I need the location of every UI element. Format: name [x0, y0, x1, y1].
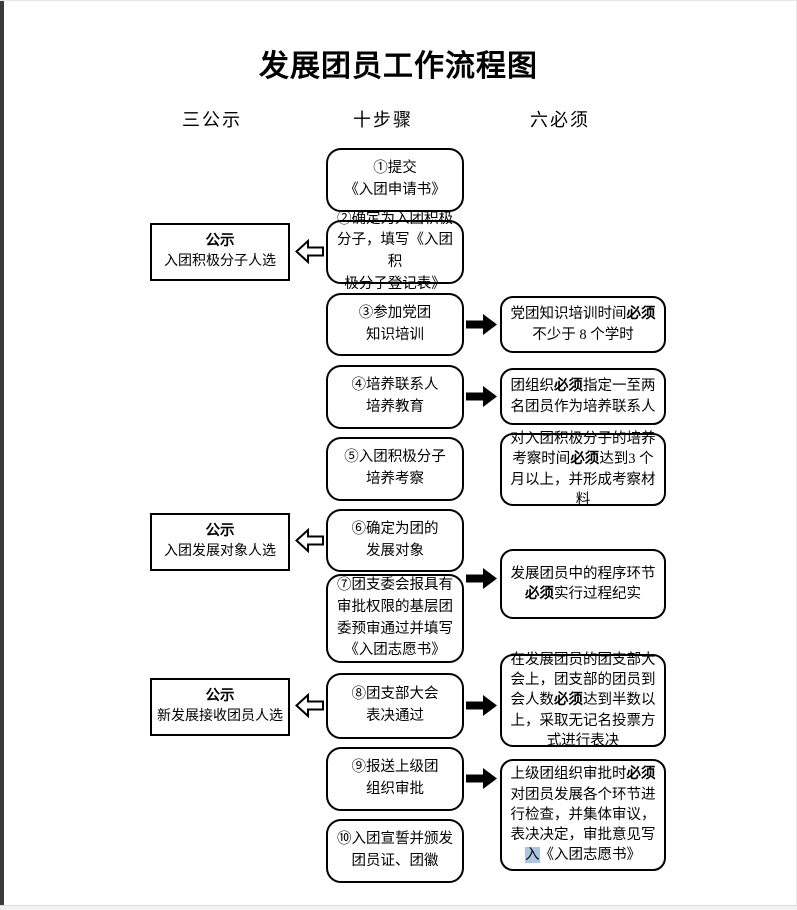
must-box-4: 发展团员中的程序环节必须实行过程纪实 — [500, 549, 666, 619]
must-box-5: 在发展团员的团支部大会上，团支部的团员到会人数必须达到半数以上，采取无记名投票方… — [500, 651, 666, 749]
step-box-3: ③参加党团 知识培训 — [326, 293, 464, 356]
step-box-7: ⑦团支委会报具有 审批权限的基层团 委预审通过并填写 《入团志愿书》 — [326, 574, 464, 663]
must-text: 发展团员中的程序环节 — [510, 565, 656, 582]
must-box-6: 上级团组织审批时必须对团员发展各个环节进行检查，并集体审议，表决决定，审批意见写… — [500, 759, 666, 871]
step-box-2: ②确定为入团积极 分子，填写《入团积 极分子登记表》 — [326, 211, 464, 292]
must-text: 《入团志愿书》 — [539, 847, 642, 864]
step-box-1: ①提交 《入团申请书》 — [326, 148, 464, 212]
step-box-6: ⑥确定为团的 发展对象 — [326, 509, 464, 572]
arrow-left-hollow-icon — [295, 239, 324, 264]
arrow-right-solid-icon — [466, 386, 497, 407]
must-text: 上级团组织审批时 — [510, 766, 627, 783]
must-text: 党团知识培训时间 — [510, 306, 627, 323]
notice-box-3: 公示 新发展接收团员人选 — [150, 678, 290, 736]
must-box-1: 党团知识培训时间必须不少于 8 个学时 — [500, 296, 666, 353]
must-text: 不少于 8 个学时 — [532, 326, 634, 343]
must-text: 对入团积极分子的培养考察时间 — [510, 430, 656, 468]
must-text: 对团员发展各个环节进行检查，并集体审议，表决决定，审批意见写 — [510, 786, 656, 844]
arrow-right-solid-icon — [466, 695, 497, 716]
column-header-six-musts: 六必须 — [530, 110, 590, 130]
step-box-5: ⑤入团积极分子 培养考察 — [326, 437, 464, 501]
arrow-left-hollow-icon — [295, 693, 324, 718]
step-box-10: ⑩入团宣誓并颁发 团员证、团徽 — [326, 819, 464, 883]
column-header-three-publicities: 三公示 — [182, 110, 242, 130]
must-keyword: 必须 — [570, 451, 600, 468]
must-text: 达到3 个月以上，并形成考察材料 — [510, 451, 656, 508]
notice-box-1: 公示 入团积极分子人选 — [150, 223, 290, 281]
page-bottom-strip — [0, 905, 797, 910]
notice-title: 公示 — [205, 233, 235, 250]
must-text: 在发展团员的团支部大会上，团支部的团员到会人数 — [510, 651, 656, 709]
column-header-ten-steps: 十步骤 — [353, 110, 413, 130]
must-keyword: 必须 — [554, 378, 583, 395]
notice-box-2: 公示 入团发展对象人选 — [150, 513, 290, 571]
notice-subtitle: 新发展接收团员人选 — [157, 709, 283, 725]
step-box-8: ⑧团支部大会 表决通过 — [326, 673, 464, 739]
must-box-3: 对入团积极分子的培养考察时间必须达到3 个月以上，并形成考察材料 — [500, 430, 666, 508]
must-keyword: 必须 — [525, 586, 554, 602]
must-text: 实行过程纪实 — [554, 586, 641, 602]
notice-subtitle: 入团积极分子人选 — [164, 254, 276, 270]
must-box-2: 团组织必须指定一至两名团员作为培养联系人 — [500, 368, 666, 425]
notice-subtitle: 入团发展对象人选 — [164, 544, 276, 560]
page-title: 发展团员工作流程图 — [259, 50, 538, 83]
page-left-edge — [0, 1, 4, 905]
must-text: 指定一至两名团员作为培养联系人 — [510, 378, 656, 415]
must-text: 达到半数以上，采取无记名投票方式进行表决 — [510, 692, 656, 749]
arrow-right-solid-icon — [466, 768, 497, 789]
step-box-9: ⑨报送上级团 组织审批 — [326, 747, 464, 811]
notice-title: 公示 — [205, 523, 235, 540]
must-keyword: 必须 — [626, 306, 656, 323]
step-box-4: ④培养联系人 培养教育 — [326, 365, 464, 429]
arrow-left-hollow-icon — [295, 528, 324, 553]
must-keyword: 必须 — [554, 692, 583, 709]
highlighted-character: 入 — [525, 847, 540, 864]
arrow-right-solid-icon — [466, 314, 497, 335]
must-text: 团组织 — [510, 378, 555, 395]
arrow-right-solid-icon — [466, 568, 497, 589]
notice-title: 公示 — [205, 688, 235, 705]
must-keyword: 必须 — [626, 766, 656, 783]
